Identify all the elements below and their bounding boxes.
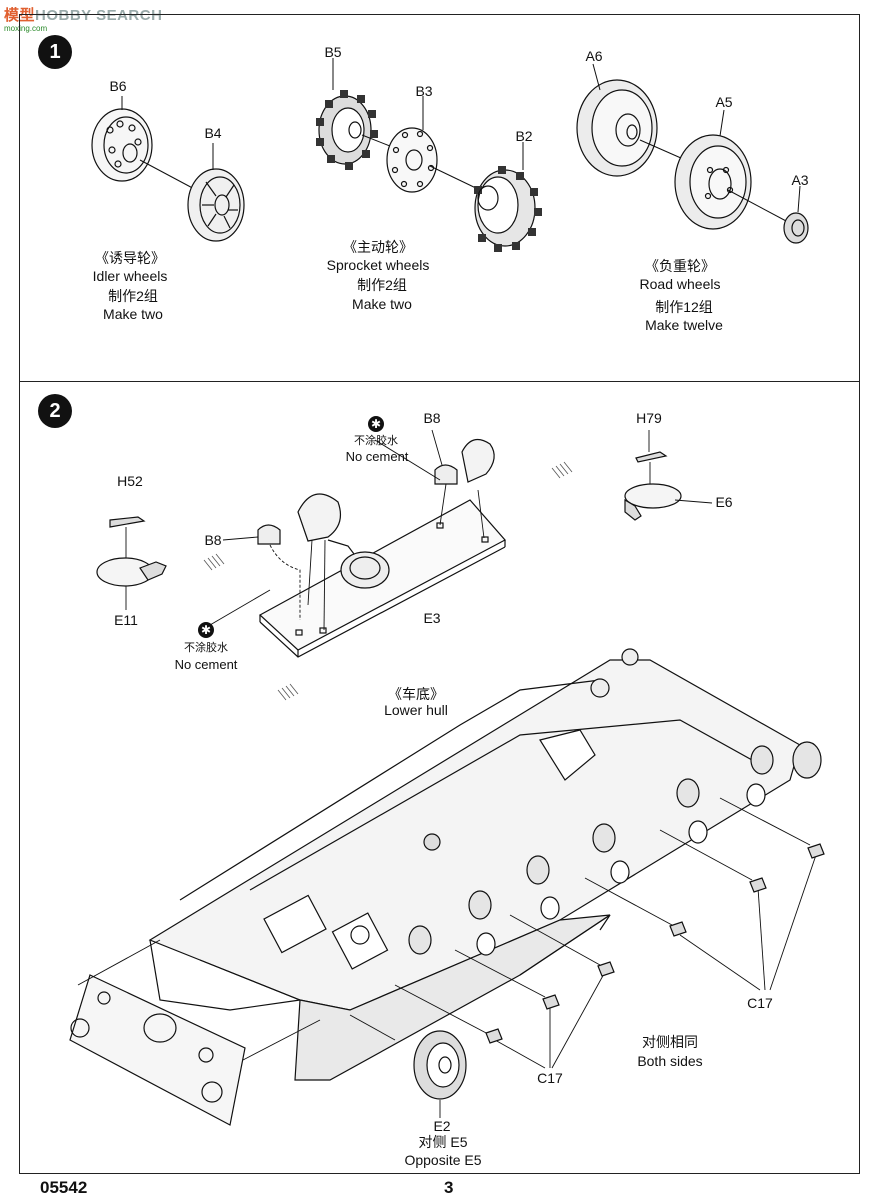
idler-wheel-b4 [187,168,245,242]
part-e11 [96,557,167,610]
part-e6 [624,483,713,521]
page-number: 3 [444,1178,454,1197]
sprocket-title-en: Sprocket wheels [326,257,430,273]
part-label-h79: H79 [636,410,662,426]
suspension-arms [408,745,774,956]
kit-code: 05542 [40,1178,88,1197]
part-label-c17-bottom: C17 [537,1070,563,1086]
no-cement-top-cn: 不涂胶水 [354,435,398,447]
sprocket-title-cn: 《主动轮》 [343,239,413,255]
sprocket-disc-b3 [386,127,438,193]
lower-hull [148,648,822,1081]
part-label-e11: E11 [114,612,138,628]
no-cement-top-en: No cement [345,449,409,464]
front-plate [69,939,321,1126]
c17-parts [485,843,825,1044]
sprocket-b2 [474,166,542,252]
mount-b8-left [257,524,301,620]
opposite-e5-en: Opposite E5 [404,1152,482,1168]
road-wheel-a5 [674,134,752,230]
part-label-e2: E2 [433,1118,451,1134]
step-number-2: 2 [38,394,72,428]
road-title-en: Road wheels [639,276,721,292]
lower-hull-title-en: Lower hull [384,702,448,718]
glue-marks [203,461,573,701]
part-label-a5: A5 [715,94,733,110]
instruction-frame [19,14,860,1174]
asterisk-icon-left: ✱ [198,622,214,638]
no-cement-left-cn: 不涂胶水 [184,642,228,654]
opposite-e5-cn: 对侧 E5 [418,1134,468,1150]
idler-title-en: Idler wheels [92,268,168,284]
idler-title-cn: 《诱导轮》 [95,250,165,266]
part-label-c17-right: C17 [747,995,773,1011]
part-label-b2: B2 [515,128,533,144]
both-sides-en: Both sides [637,1053,703,1069]
part-label-a3: A3 [791,172,809,188]
c17-leaders [394,797,817,1069]
step-number-1: 1 [38,35,72,69]
no-cement-left-en: No cement [174,657,238,672]
part-label-b4: B4 [204,125,222,141]
mount-b8-top [434,464,458,526]
part-label-b8-top: B8 [423,410,441,426]
part-label-b8-left: B8 [204,532,222,548]
part-label-b6: B6 [109,78,127,94]
part-label-b5: B5 [324,44,342,60]
road-title-cn: 《负重轮》 [645,258,715,274]
part-label-e6: E6 [715,494,733,510]
asterisk-icon: ✱ [368,416,384,432]
plate-e3 [258,499,506,658]
idler-qty-en: Make two [103,306,163,322]
step-divider [19,381,860,382]
road-wheel-a6 [576,79,658,177]
hubcap-a3 [783,212,809,244]
road-qty-en: Make twelve [645,317,723,333]
both-sides-cn: 对侧相同 [642,1034,698,1050]
watermark-domain: moxing.com [4,24,48,33]
road-qty-cn: 制作12组 [655,299,713,315]
part-label-a6: A6 [585,48,603,64]
part-label-h52: H52 [117,473,143,489]
lower-hull-title-cn: 《车底》 [388,686,444,702]
idler-qty-cn: 制作2组 [108,288,158,304]
sprocket-b5 [316,90,378,170]
sprocket-qty-en: Make two [352,296,412,312]
mount-ring-top [461,438,495,539]
part-label-e3: E3 [423,610,441,626]
sprocket-e2 [349,1014,467,1118]
part-label-b3: B3 [415,83,433,99]
mount-ring-left [297,493,355,631]
idler-wheel-b6 [91,108,153,182]
sprocket-qty-cn: 制作2组 [357,277,407,293]
